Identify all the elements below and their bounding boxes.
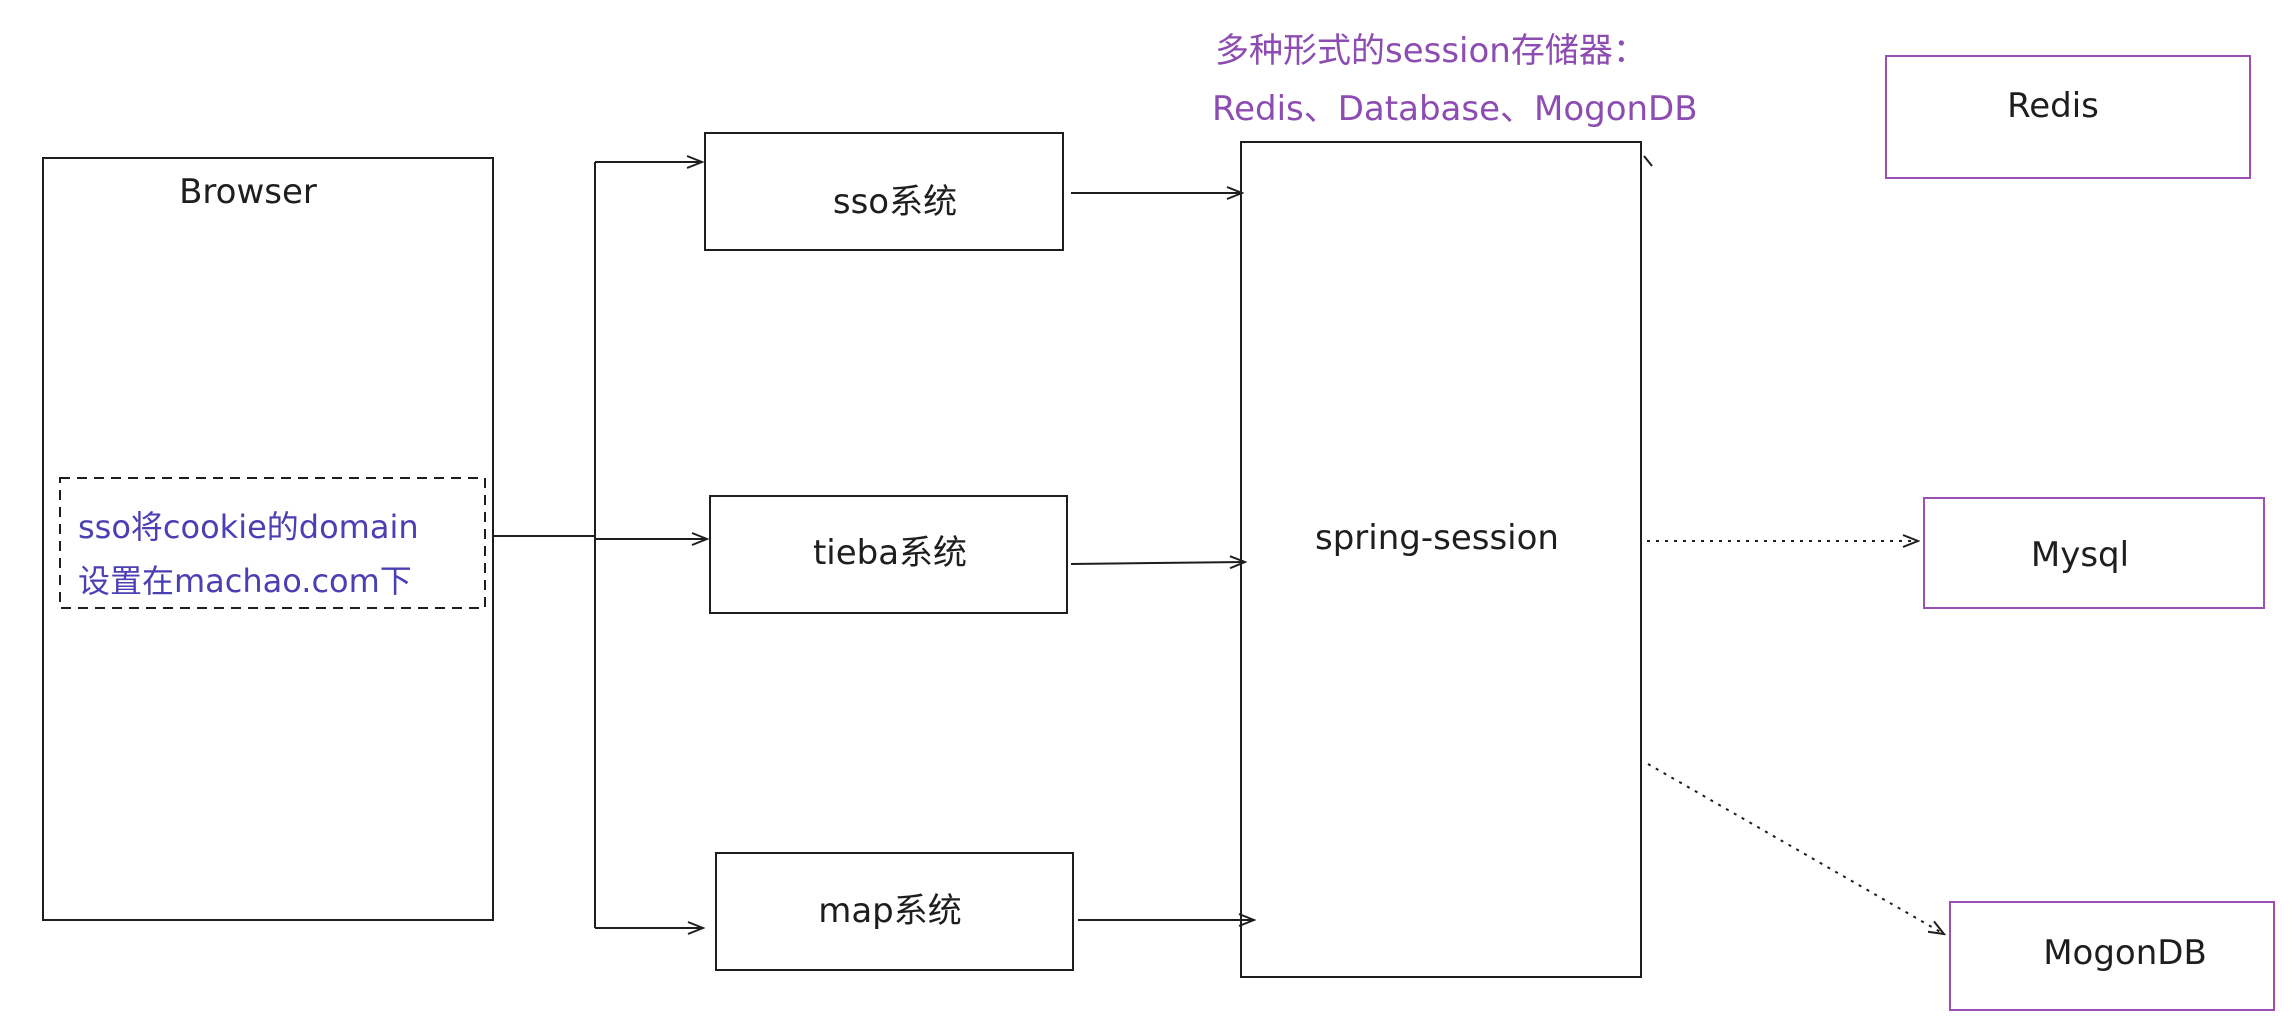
map-system-box <box>715 852 1074 971</box>
browser-box <box>42 157 494 921</box>
cookie-note-line2: 设置在machao.com下 <box>78 562 412 600</box>
redis-label: Redis <box>2007 86 2099 126</box>
connector-browser-trunk <box>493 162 596 928</box>
dotted-arrow-to-mongodb <box>1647 763 1944 934</box>
sso-system-box <box>704 132 1064 251</box>
spring-session-box <box>1240 141 1642 978</box>
mongodb-box <box>1949 901 2275 1011</box>
mysql-box <box>1923 497 2265 609</box>
spring-session-label: spring-session <box>1315 518 1559 558</box>
arrow-tieba-to-session <box>1070 562 1245 564</box>
redis-box <box>1885 55 2251 179</box>
storage-note-line2: Redis、Database、MogonDB <box>1212 89 1698 129</box>
session-corner-tick <box>1643 155 1653 167</box>
cookie-note-line1: sso将cookie的domain <box>78 508 419 546</box>
browser-title: Browser <box>179 172 317 212</box>
storage-note-line1: 多种形式的session存储器： <box>1215 31 1647 71</box>
mongodb-label: MogonDB <box>2043 933 2207 973</box>
cookie-note-box <box>59 477 486 609</box>
tieba-system-label: tieba系统 <box>813 533 967 573</box>
tieba-system-box <box>709 495 1068 614</box>
mysql-label: Mysql <box>2031 535 2129 575</box>
sso-system-label: sso系统 <box>833 182 957 222</box>
map-system-label: map系统 <box>818 891 962 931</box>
